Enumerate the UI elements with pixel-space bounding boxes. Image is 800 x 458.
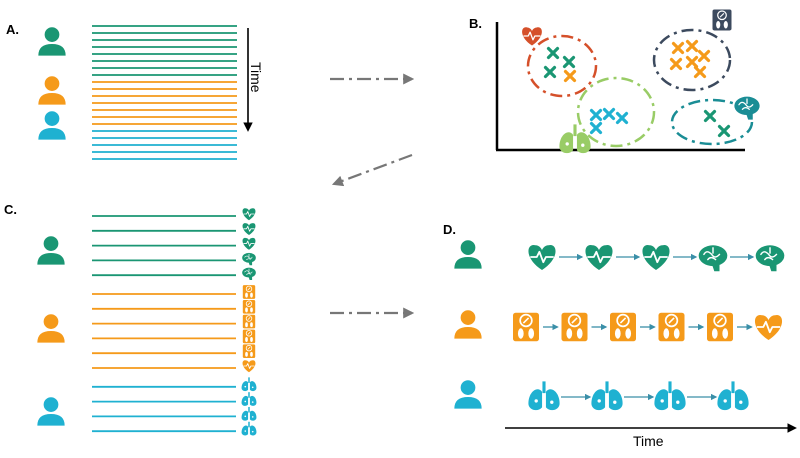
cluster-brain <box>670 96 760 146</box>
cluster-ring <box>670 98 754 146</box>
lung-icon <box>241 377 257 392</box>
cluster-marker <box>671 41 685 55</box>
panel-a-label: A. <box>6 22 19 37</box>
lung-icon <box>717 381 749 411</box>
scale-icon <box>242 314 256 329</box>
scale-icon <box>242 285 256 299</box>
lung-icon <box>591 381 623 411</box>
heart-icon <box>528 245 556 270</box>
brain-icon <box>755 245 785 272</box>
panel-b-label: B. <box>469 16 482 31</box>
patient-green <box>454 240 482 269</box>
cluster-marker <box>669 57 683 71</box>
lung-icon <box>654 381 686 411</box>
brain-icon <box>242 252 256 266</box>
cluster-ring <box>576 76 656 148</box>
lung-icon <box>528 381 560 411</box>
cluster-marker <box>615 111 629 125</box>
heart-icon <box>585 245 613 270</box>
panel-a <box>38 25 237 160</box>
cluster-marker <box>703 109 717 123</box>
cluster-lung <box>559 76 656 154</box>
panel-a-time-label: Time <box>248 62 264 93</box>
cluster-marker <box>562 55 576 69</box>
scale-icon <box>242 299 256 314</box>
panel-b <box>495 9 760 154</box>
heart-icon <box>242 237 256 250</box>
cluster-marker <box>546 46 560 60</box>
scale-icon <box>513 312 539 342</box>
scale-icon <box>707 312 733 342</box>
cluster-marker <box>589 121 603 135</box>
lung-icon <box>241 421 257 436</box>
brain-icon <box>734 96 760 120</box>
scale-icon <box>610 312 636 342</box>
patient-blue <box>38 111 66 140</box>
patient-orange <box>38 76 66 105</box>
lung-icon <box>241 392 257 406</box>
cluster-ring <box>652 28 732 92</box>
heart-icon <box>242 208 256 221</box>
cluster-marker <box>693 65 707 79</box>
patient-orange <box>37 314 65 343</box>
cluster-marker <box>685 55 699 69</box>
patient-blue <box>454 380 482 409</box>
patient-green <box>38 27 66 56</box>
patient-green <box>37 236 65 265</box>
scale-icon <box>712 9 732 31</box>
brain-icon <box>242 267 256 281</box>
cluster-marker <box>563 69 577 83</box>
heart-icon <box>522 27 542 46</box>
panel-c <box>37 208 257 436</box>
patient-blue <box>37 397 65 426</box>
panel-d-label: D. <box>443 222 456 237</box>
heart-icon <box>242 360 256 373</box>
cluster-marker <box>589 108 603 122</box>
scale-icon <box>658 312 685 342</box>
cluster-ring <box>526 34 598 98</box>
heart-icon <box>242 223 256 235</box>
scale-icon <box>242 344 256 359</box>
arrow-b-to-c <box>331 153 413 187</box>
panel-d <box>454 240 785 411</box>
cluster-marker <box>685 39 699 53</box>
panel-d-time-label: Time <box>633 433 664 449</box>
cluster-marker <box>543 65 557 79</box>
cluster-scale <box>652 9 732 92</box>
heart-icon <box>754 315 783 340</box>
scale-icon <box>242 329 256 344</box>
panel-c-label: C. <box>4 202 17 217</box>
cluster-marker <box>697 49 711 63</box>
patient-orange <box>454 310 482 339</box>
lung-icon <box>559 124 591 154</box>
brain-icon <box>698 245 728 272</box>
scale-icon <box>561 312 588 342</box>
lung-icon <box>241 406 257 421</box>
heart-icon <box>642 245 670 270</box>
cluster-marker <box>602 107 616 121</box>
cluster-heart <box>522 27 598 98</box>
cluster-marker <box>717 124 731 138</box>
